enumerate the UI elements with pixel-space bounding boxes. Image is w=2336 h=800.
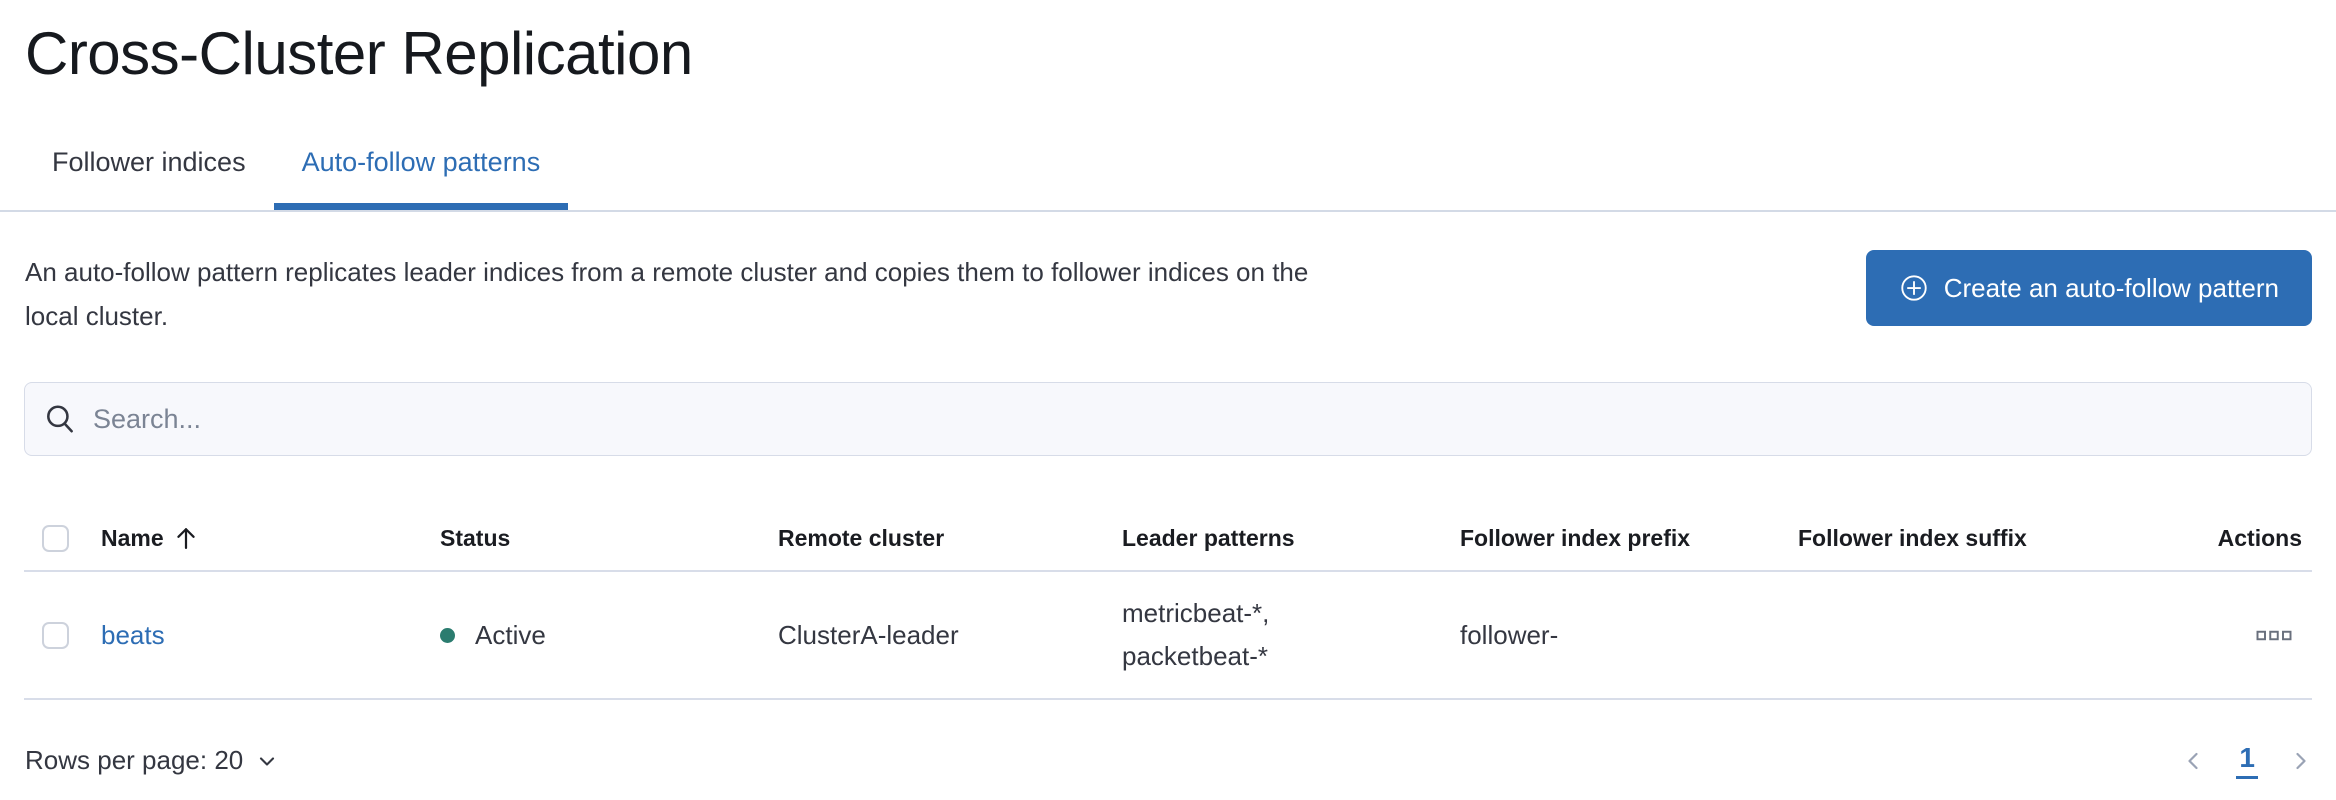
previous-page-button[interactable] <box>2182 749 2206 773</box>
row-checkbox[interactable] <box>42 621 69 649</box>
chevron-right-icon <box>2296 752 2306 769</box>
column-header-actions: Actions <box>2217 524 2302 551</box>
rows-per-page-label: Rows per page: 20 <box>25 745 244 775</box>
description-line-1: An auto-follow pattern replicates leader… <box>25 257 1309 287</box>
column-header-leader-patterns: Leader patterns <box>1122 524 1295 551</box>
boxes-horizontal-icon <box>2256 630 2292 640</box>
tab-bar: Follower indices Auto-follow patterns <box>0 114 2336 212</box>
pagination: 1 <box>2182 742 2312 779</box>
leader-pattern-2: packetbeat-* <box>1122 641 1268 671</box>
table-row: beats Active ClusterA-leader metricbeat-… <box>24 572 2312 700</box>
cross-cluster-replication-page: Cross-Cluster Replication Follower indic… <box>0 16 2336 800</box>
description-text: An auto-follow pattern replicates leader… <box>25 250 1308 338</box>
auto-follow-patterns-table: Name Status Remote cluster Leader patter… <box>24 504 2312 700</box>
leader-patterns-cell: metricbeat-*, packetbeat-* <box>1122 592 1460 678</box>
table-footer: Rows per page: 20 1 <box>24 700 2312 779</box>
search-input[interactable] <box>93 403 2299 435</box>
create-button-label: Create an auto-follow pattern <box>1943 272 2279 303</box>
tab-auto-follow-patterns[interactable]: Auto-follow patterns <box>274 114 569 210</box>
sort-ascending-icon <box>176 528 195 550</box>
select-all-checkbox[interactable] <box>42 524 69 552</box>
column-header-status: Status <box>440 524 511 551</box>
create-auto-follow-pattern-button[interactable]: Create an auto-follow pattern <box>1865 250 2312 326</box>
chevron-down-icon <box>260 756 275 766</box>
remote-cluster-cell: ClusterA-leader <box>778 619 959 650</box>
search-bar <box>24 382 2312 456</box>
status-active-dot <box>440 627 455 643</box>
leader-pattern-1: metricbeat-*, <box>1122 598 1270 628</box>
chevron-left-icon <box>2188 752 2199 769</box>
status-cell: Active <box>440 620 778 651</box>
column-header-follower-index-suffix: Follower index suffix <box>1798 524 2027 551</box>
row-actions-button[interactable] <box>2252 625 2296 646</box>
plus-in-circle-icon <box>1901 275 1927 301</box>
intro-section: An auto-follow pattern replicates leader… <box>25 250 2312 338</box>
page-title: Cross-Cluster Replication <box>25 20 693 87</box>
next-page-button[interactable] <box>2288 749 2312 773</box>
description-line-2: local cluster. <box>25 301 169 331</box>
rows-per-page-selector[interactable]: Rows per page: 20 <box>25 745 279 776</box>
table-header-row: Name Status Remote cluster Leader patter… <box>24 504 2312 572</box>
tab-follower-indices[interactable]: Follower indices <box>52 146 246 177</box>
search-icon <box>47 405 73 433</box>
column-header-name-label: Name <box>101 524 164 551</box>
status-label: Active <box>475 619 546 650</box>
column-header-remote-cluster: Remote cluster <box>778 524 945 551</box>
follower-index-prefix-cell: follower- <box>1460 619 1559 650</box>
page-1-button[interactable]: 1 <box>2236 742 2258 779</box>
column-header-follower-index-prefix: Follower index prefix <box>1460 524 1691 551</box>
column-header-name[interactable]: Name <box>101 524 440 552</box>
pattern-name-link[interactable]: beats <box>101 619 165 650</box>
